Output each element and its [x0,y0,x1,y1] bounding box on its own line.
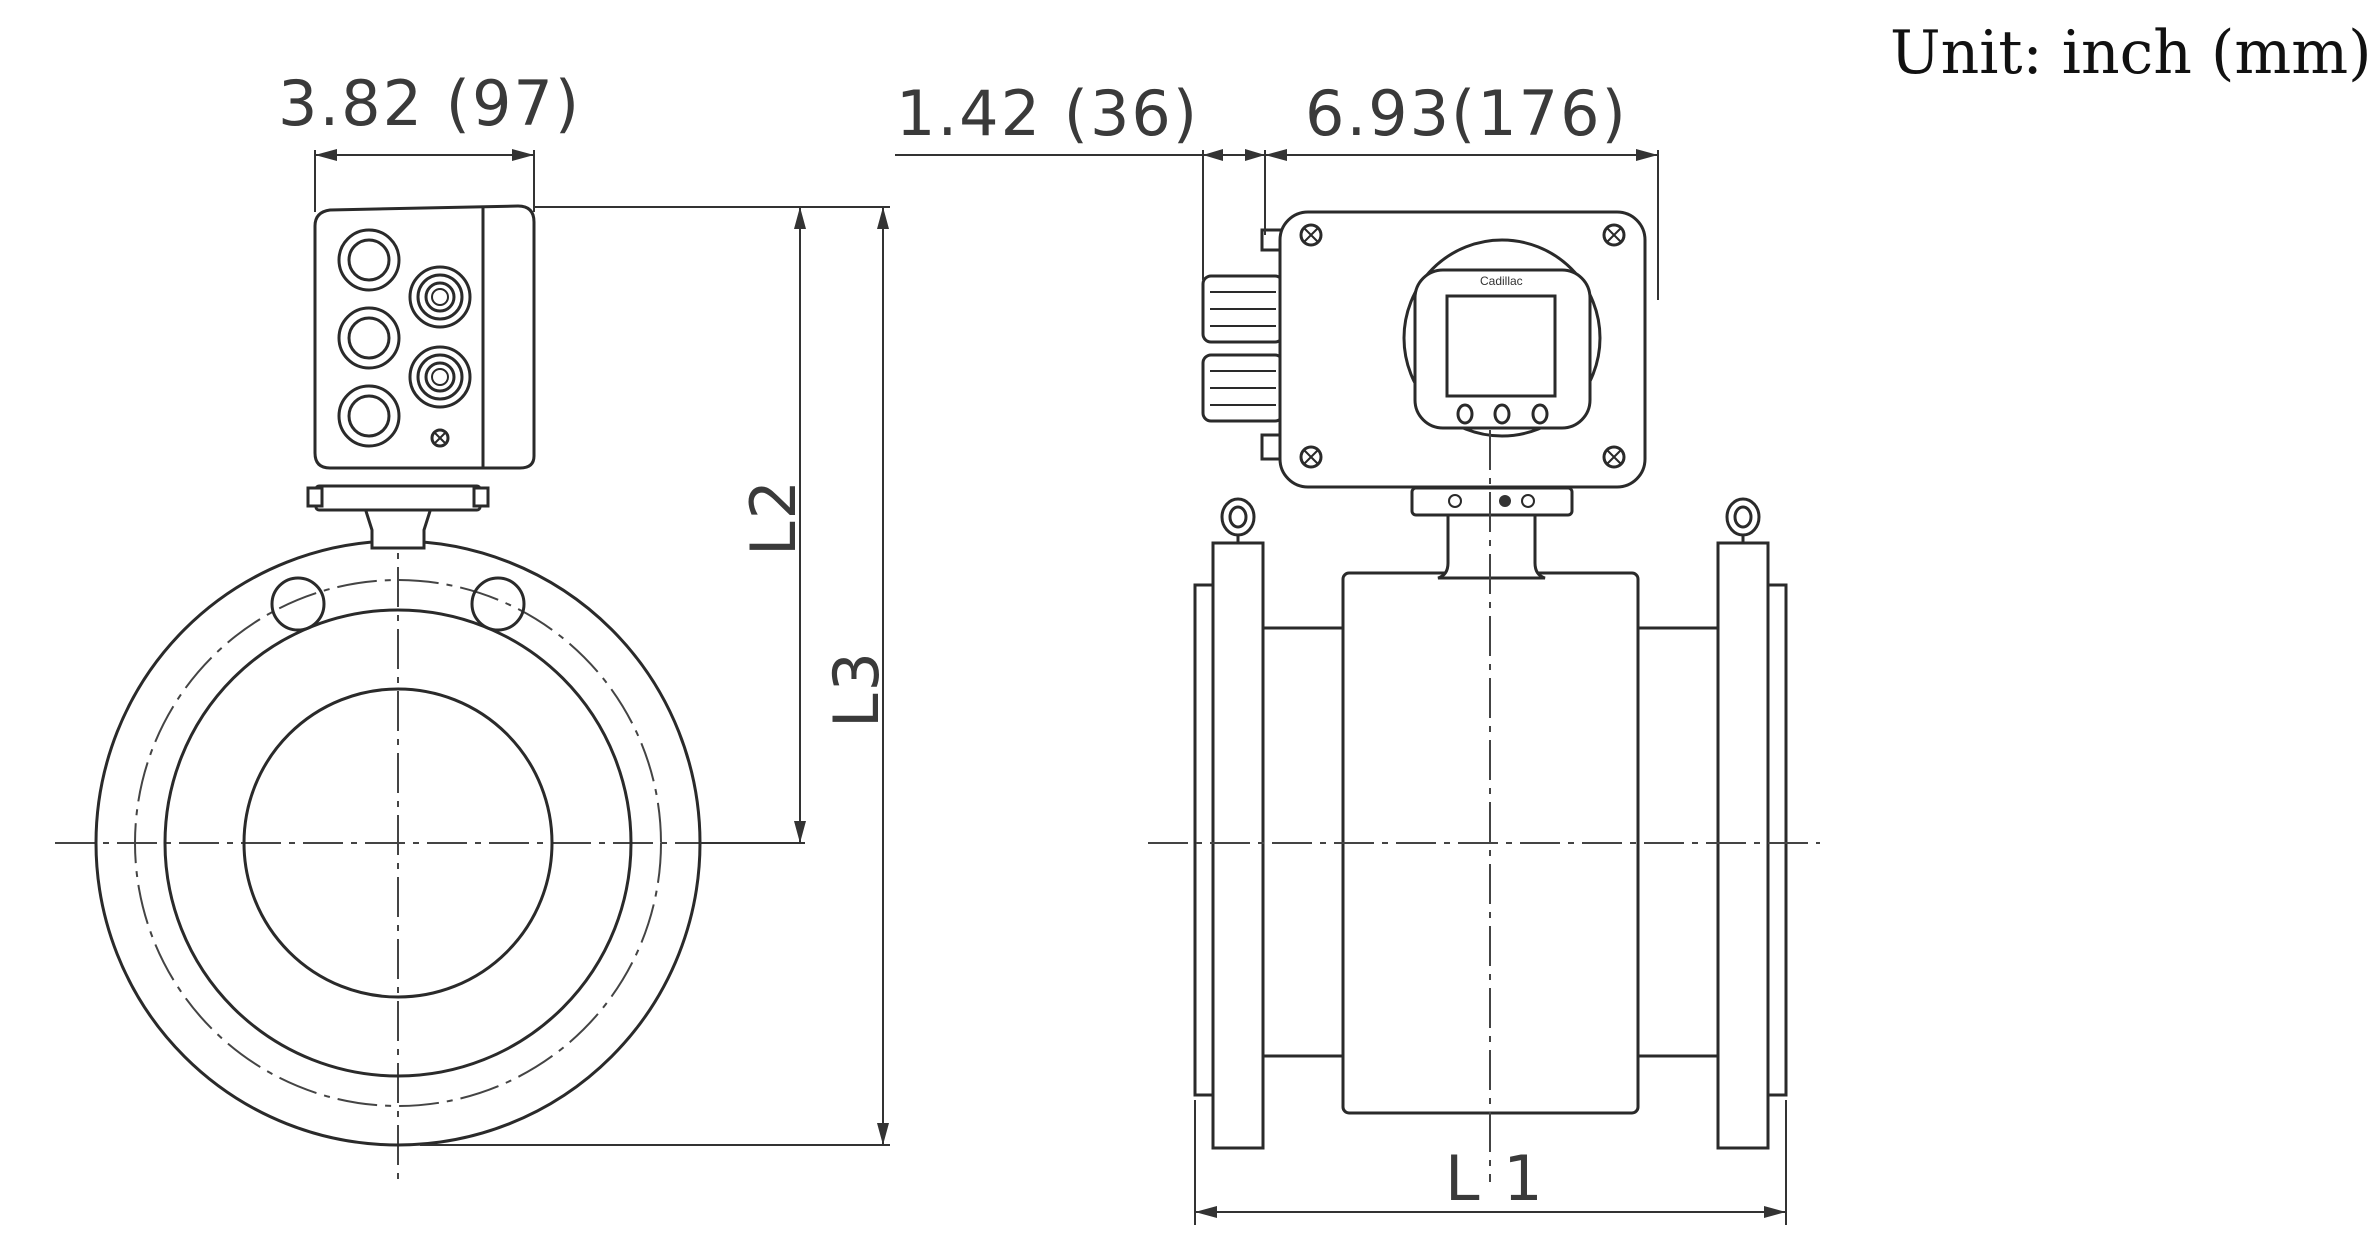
dim-l1-arrow-left [1195,1206,1217,1218]
dim-gland-offset-arrow-left [1203,149,1223,161]
dim-l3-arrow-top [877,207,889,229]
front-neck [1437,513,1546,580]
dim-converter-width-label: 6.93(176) [1305,77,1628,150]
front-mount-plate [1410,486,1574,517]
display-screen [1445,294,1557,398]
bolt-circle [134,579,662,1107]
side-ground-screw [430,428,450,448]
front-view: Cadillac 1.42 (36) 6.93(176) L 1 [895,77,1820,1225]
side-mount-bolt-left [306,486,324,508]
unit-label: Unit: inch (mm) [1890,18,2372,88]
side-plug-top [337,228,401,292]
dim-l1-label: L 1 [1445,1142,1545,1215]
dim-converter-width-arrow-right [1636,149,1658,161]
side-converter-head [313,204,536,470]
lifting-eye-left [1220,497,1256,543]
display-window-ring [1402,238,1602,438]
bolt-hole-right [470,576,526,632]
housing-screw-br [1602,445,1626,469]
dim-l2-arrow-bottom [794,821,806,843]
side-cable-gland-top [408,265,472,329]
side-plug-middle [337,306,401,370]
dim-head-width-label: 3.82 (97) [278,67,581,140]
dim-l3-label: L3 [820,650,893,728]
front-cable-gland-bottom [1201,353,1286,461]
dim-head-width-arrow-right [512,149,534,161]
flange-right-outer [1766,583,1788,1097]
dim-l1-arrow-right [1764,1206,1786,1218]
front-cable-gland-top [1201,228,1286,344]
dim-converter-width-arrow-left [1265,149,1287,161]
bore-circle [242,687,554,999]
dim-gland-offset-label: 1.42 (36) [896,77,1199,150]
front-mount-screws [1448,494,1535,508]
side-view: 3.82 (97) L2 L3 [55,67,893,1185]
dim-l2-arrow-top [794,207,806,229]
housing-screw-tl [1299,223,1323,247]
housing-screw-tr [1602,223,1626,247]
dim-gland-offset-arrow-right [1245,149,1265,161]
housing-screw-bl [1299,445,1323,469]
dim-l2-label: L2 [737,478,810,556]
flange-raised-face-circle [163,608,633,1078]
dim-head-width-arrow-left [315,149,337,161]
flange-left [1211,541,1265,1150]
side-cable-gland-bottom [408,345,472,409]
converter-brand: Cadillac [1480,274,1523,288]
side-mount-bolt-right [472,486,490,508]
side-neck [362,506,434,550]
flange-left-outer [1193,583,1215,1097]
display-buttons [1456,403,1549,425]
bolt-hole-left [270,576,326,632]
side-plug-bottom [337,384,401,448]
side-mount-plate [314,484,482,512]
lifting-eye-right [1725,497,1761,543]
dim-l3-arrow-bottom [877,1123,889,1145]
flange-right [1716,541,1770,1150]
display-bezel [1413,268,1592,430]
